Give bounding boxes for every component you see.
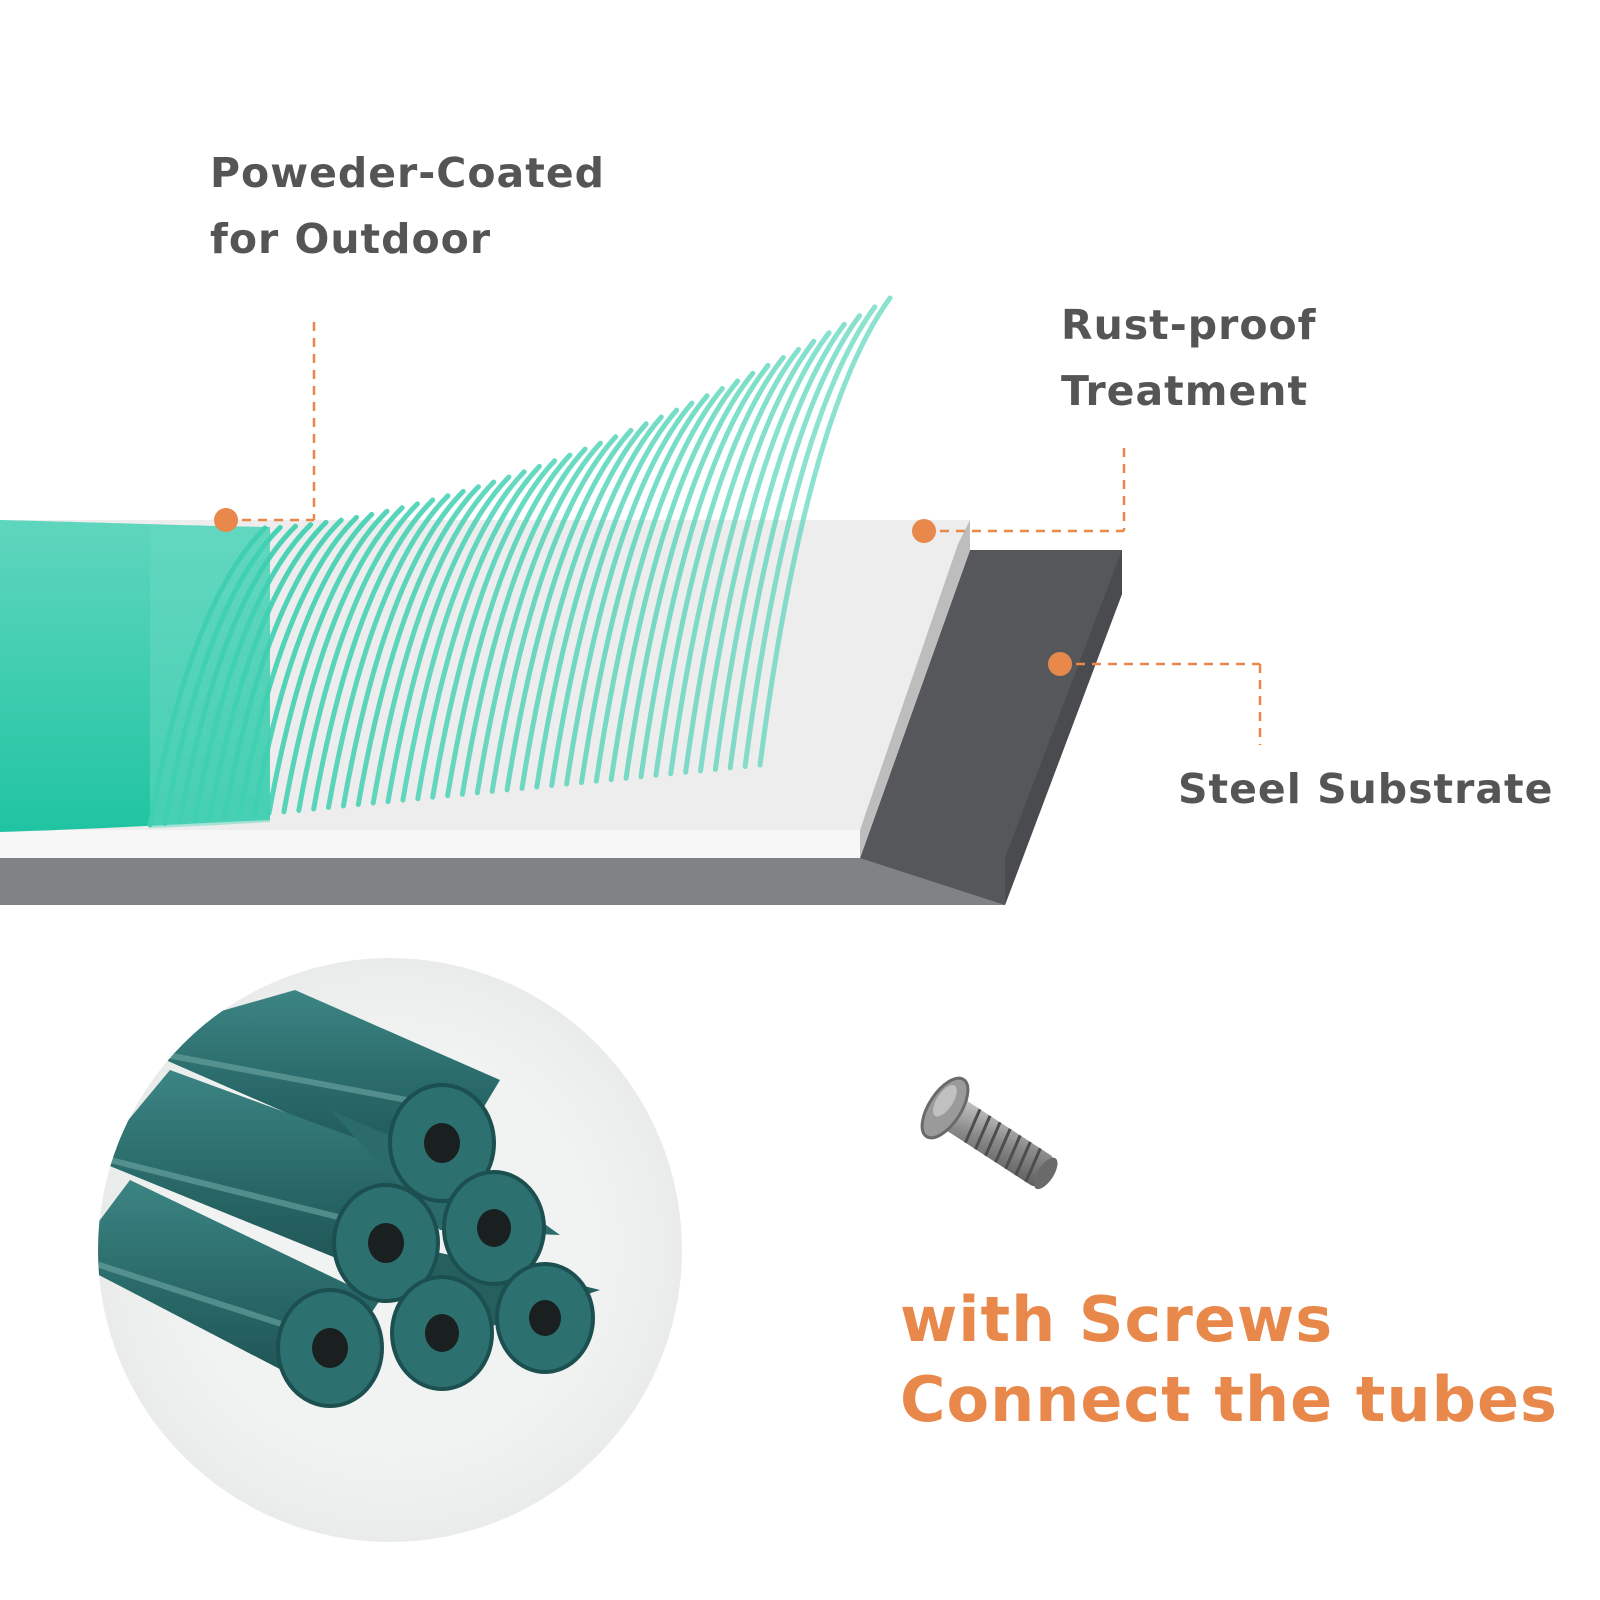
coating-stripe (311, 497, 436, 812)
screws-caption: with Screws Connect the tubes (900, 1280, 1558, 1440)
coating-stripe (296, 501, 420, 813)
callout-rust-proof: Rust-proof Treatment (1061, 292, 1317, 424)
callout-powder-coated-line1: Poweder-Coated (210, 149, 605, 197)
coating-stripe (251, 511, 375, 818)
callout-dot-rust (912, 519, 936, 543)
coating-stripe (742, 304, 878, 769)
callout-steel-substrate-line1: Steel Substrate (1178, 765, 1554, 813)
coating-stripe (683, 338, 817, 775)
coating-stripe (385, 474, 512, 805)
coating-stripe (400, 469, 527, 803)
coating-stripe (177, 523, 298, 825)
coating-stripe (147, 525, 268, 828)
callout-lines (226, 322, 1262, 745)
callout-dot-steel (1048, 652, 1072, 676)
coating-stripe (549, 407, 680, 788)
coating-stripe (474, 440, 603, 796)
coating-stripe (564, 400, 695, 787)
coating-stripe (579, 393, 710, 786)
coating-stripe (370, 479, 497, 806)
coating-stripe (207, 519, 329, 822)
coating-stripe (192, 522, 314, 824)
coating-stripe (340, 488, 466, 809)
callout-powder-coated-line2: for Outdoor (210, 215, 492, 263)
coating-stripe (757, 295, 893, 768)
coating-stripe (698, 330, 832, 774)
coating-stripe (281, 505, 405, 815)
coating-stripe (430, 458, 558, 800)
coating-stripe (534, 414, 664, 790)
callout-dot-powder (214, 508, 238, 532)
coating-stripe (638, 363, 771, 780)
coating-stripes (147, 295, 893, 828)
coating-stripe (504, 427, 634, 793)
coating-stripe (593, 386, 725, 784)
coating-stripe (653, 355, 786, 778)
coating-stripe (489, 434, 619, 794)
coating-stripe (445, 452, 573, 799)
coating-stripe (266, 508, 390, 816)
callout-powder-coated: Poweder-Coated for Outdoor (210, 140, 605, 272)
callout-rust-proof-line2: Treatment (1061, 367, 1309, 415)
coating-stripe (712, 321, 847, 772)
coating-stripe (668, 346, 801, 777)
coating-stripe (221, 517, 344, 821)
coating-stripe (459, 446, 588, 797)
screws-caption-line1: with Screws (900, 1283, 1334, 1356)
coating-stripe (519, 421, 649, 791)
coating-stripe (608, 378, 741, 783)
steel-layer (0, 550, 1122, 905)
coating-stripe (236, 514, 359, 819)
coating-stripe (415, 463, 542, 802)
tube-ends (276, 1083, 595, 1408)
callout-steel-substrate: Steel Substrate (1178, 756, 1553, 822)
coating-stripe (623, 370, 756, 781)
coating-stripe (727, 313, 862, 771)
screw-icon (920, 1076, 1058, 1190)
callout-rust-proof-line1: Rust-proof (1061, 301, 1317, 349)
coating-stripe (326, 493, 451, 810)
coating-stripe (162, 524, 283, 826)
coating-stripe (355, 484, 481, 807)
screws-caption-line2: Connect the tubes (900, 1363, 1558, 1436)
tube-bundle-image (98, 958, 682, 1542)
powder-coating-layer (0, 295, 893, 832)
